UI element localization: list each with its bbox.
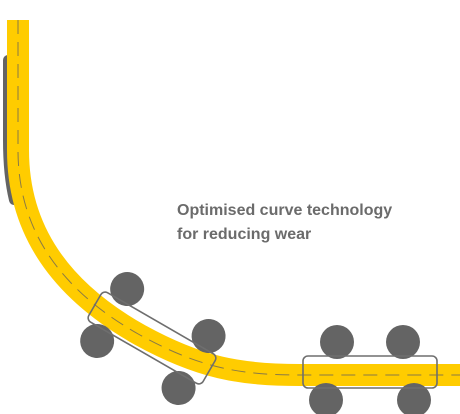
wheel (80, 323, 115, 358)
wheel (191, 319, 226, 354)
wheel (320, 325, 354, 359)
wheel (397, 383, 431, 414)
caption: Optimised curve technology for reducing … (177, 199, 457, 247)
bogie-frame (302, 355, 438, 389)
bogie-straight (302, 325, 438, 414)
yellow-rail (7, 20, 460, 386)
bogie-curved (80, 272, 226, 405)
rail-centerline (17, 20, 460, 376)
caption-line-1: Optimised curve technology (177, 202, 393, 219)
bogie-frame (87, 291, 217, 385)
wheel (386, 325, 420, 359)
wheel (110, 272, 145, 307)
caption-line-2: for reducing wear (177, 226, 312, 243)
wheel (309, 383, 343, 414)
wheel (161, 370, 196, 405)
